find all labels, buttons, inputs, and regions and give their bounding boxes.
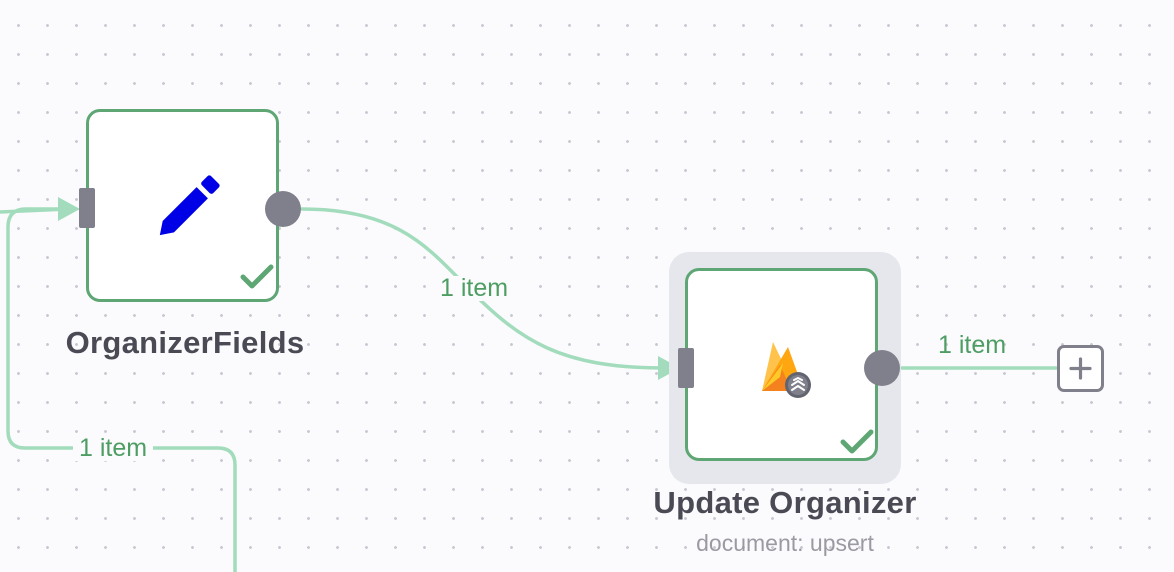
add-node-button[interactable] xyxy=(1057,345,1104,392)
plus-icon xyxy=(1069,357,1092,380)
node-title: OrganizerFields xyxy=(65,325,305,360)
input-port[interactable] xyxy=(678,348,694,388)
output-port[interactable] xyxy=(265,191,301,227)
node-subtitle: document: upsert xyxy=(696,530,874,556)
node-update-organizer[interactable] xyxy=(685,268,878,461)
check-icon xyxy=(240,264,274,289)
pencil-icon xyxy=(159,175,220,236)
input-port[interactable] xyxy=(79,188,95,228)
connection-label: 1 item xyxy=(938,331,1007,359)
connection-label: 1 item xyxy=(434,276,515,301)
firebase-firestore-icon xyxy=(762,342,811,398)
connection-into-organizer-fields[interactable] xyxy=(6,207,237,572)
connection-label: 1 item xyxy=(73,436,154,461)
output-port[interactable] xyxy=(864,350,900,386)
check-icon xyxy=(840,429,874,454)
node-organizer-fields[interactable] xyxy=(86,109,279,302)
connection-arrowhead xyxy=(58,197,80,221)
node-title: Update Organizer xyxy=(653,485,917,520)
